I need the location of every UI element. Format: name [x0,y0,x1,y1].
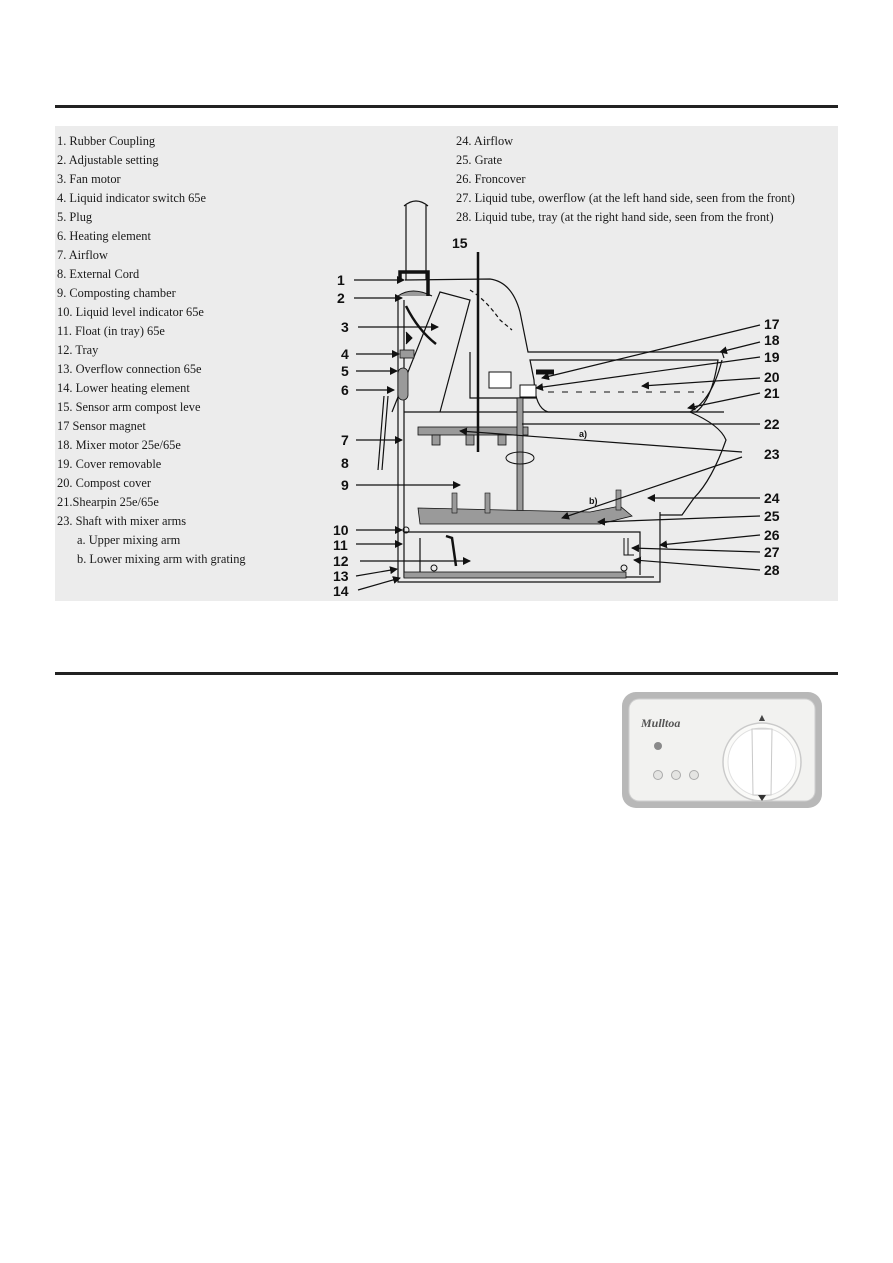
heating-element [397,367,409,401]
indicator-light-1 [653,770,663,780]
indicator-light-2 [671,770,681,780]
callout-3: 3 [341,319,349,335]
callout-26: 26 [764,527,780,543]
legend-item: 25. Grate [456,153,503,167]
mixer-shaft [516,397,524,521]
legend-item: 19. Cover removable [57,457,162,471]
shearpin [519,384,537,398]
legend-item: 18. Mixer motor 25e/65e [57,438,181,452]
legend-item: 7. Airflow [57,248,108,262]
callout-14: 14 [333,583,349,599]
knob-marker-icon: ▲ [759,713,766,722]
legend-item: 4. Liquid indicator switch 65e [57,191,207,205]
indicator-lamp [654,742,662,750]
callout-20: 20 [764,369,780,385]
legend-subitem: b. Lower mixing arm with grating [77,552,246,566]
upper-mixing-arm [417,426,529,436]
callout-1: 1 [337,272,345,288]
callout-13: 13 [333,568,349,584]
legend-item: 28. Liquid tube, tray (at the right hand… [456,210,774,224]
legend-item: 27. Liquid tube, owerflow (at the left h… [456,191,795,205]
legend-right-column: 24. Airflow 25. Grate 26. Froncover 27. … [456,132,795,227]
control-knob[interactable] [722,722,802,802]
legend-item: 21.Shearpin 25e/65e [57,495,159,509]
legend-item: 13. Overflow connection 65e [57,362,202,376]
legend-item: 14. Lower heating element [57,381,190,395]
composting-toilet-cross-section: 1 2 3 4 5 6 7 8 9 10 11 12 13 14 15 17 1… [333,200,780,599]
callout-arm-b: b) [589,496,598,506]
callout-15: 15 [452,235,468,251]
legend-left-column: 1. Rubber Coupling 2. Adjustable setting… [57,132,246,569]
legend-item: 5. Plug [57,210,93,224]
callout-28: 28 [764,562,780,578]
callout-22: 22 [764,416,780,432]
callout-27: 27 [764,544,780,560]
callout-25: 25 [764,508,780,524]
lower-mixing-arm [417,505,633,525]
legend-item: 1. Rubber Coupling [57,134,156,148]
legend-item: 23. Shaft with mixer arms [57,514,187,528]
legend-item: 24. Airflow [456,134,514,148]
callout-21: 21 [764,385,780,401]
control-panel: Mulltoa ▲ [622,692,822,808]
leader-arrows [354,276,761,591]
liquid-indicator-switch [399,349,415,359]
callout-10: 10 [333,522,349,538]
callout-2: 2 [337,290,345,306]
top-rule [55,105,838,108]
shaded-parts [397,290,633,579]
float [445,534,458,567]
legend-item: 26. Froncover [456,172,526,186]
brand-logo: Mulltoa [640,716,680,730]
legend-item: 20. Compost cover [57,476,151,490]
callout-4: 4 [341,346,349,362]
callout-11: 11 [333,537,348,553]
knob-pointer-icon [758,795,766,801]
indicator-light-3 [689,770,699,780]
callout-9: 9 [341,477,349,493]
callout-18: 18 [764,332,780,348]
callout-6: 6 [341,382,349,398]
legend-item: 8. External Cord [57,267,140,281]
legend-item: 3. Fan motor [57,172,121,186]
callout-5: 5 [341,363,349,379]
legend-item: 9. Composting chamber [57,286,176,300]
callout-arm-a: a) [579,429,587,439]
legend-subitem: a. Upper mixing arm [77,533,181,547]
callout-17: 17 [764,316,780,332]
misc-details [402,331,634,572]
callout-23: 23 [764,446,780,462]
legend-item: 10. Liquid level indicator 65e [57,305,204,319]
callout-numbers: 1 2 3 4 5 6 7 8 9 10 11 12 13 14 15 17 1… [333,235,780,599]
legend-item: 15. Sensor arm compost leve [57,400,201,414]
callout-8: 8 [341,455,349,471]
callout-19: 19 [764,349,780,365]
legend-item: 6. Heating element [57,229,151,243]
callout-24: 24 [764,490,780,506]
lower-heating-element [403,571,627,579]
legend-item: 11. Float (in tray) 65e [57,324,165,338]
callout-12: 12 [333,553,349,569]
legend-item: 12. Tray [57,343,99,357]
middle-rule [55,672,838,675]
legend-item: 17 Sensor magnet [57,419,146,433]
legend-item: 2. Adjustable setting [57,153,159,167]
callout-7: 7 [341,432,349,448]
mixer-motor [488,371,512,389]
